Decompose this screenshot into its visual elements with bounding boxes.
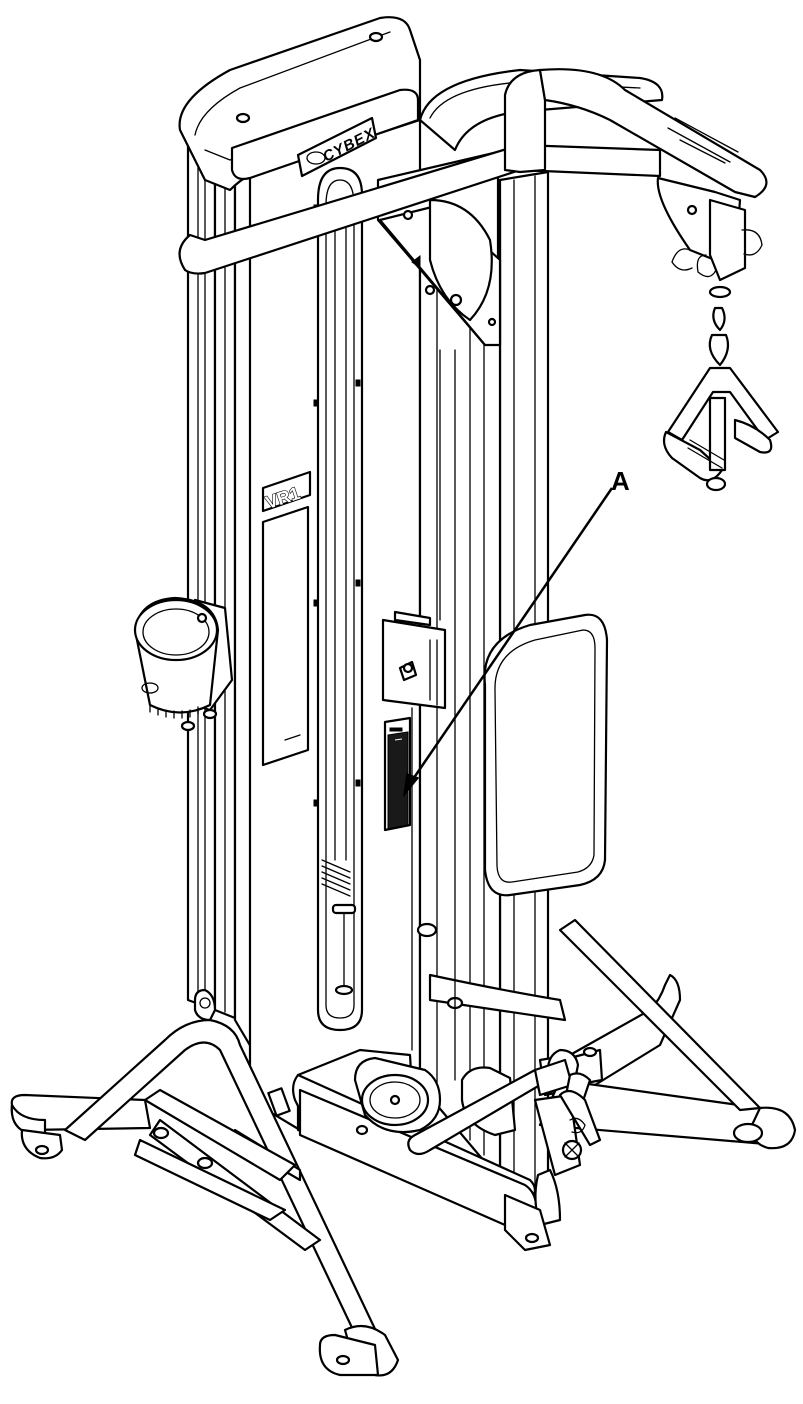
top-handlebar bbox=[178, 68, 768, 275]
callout-arrowhead bbox=[402, 772, 420, 798]
instruction-decal bbox=[383, 716, 412, 832]
rear-right-leg bbox=[416, 918, 762, 1112]
upper-right-pulley bbox=[656, 176, 763, 299]
back-pad bbox=[483, 613, 609, 897]
lower-adjust-knob bbox=[533, 1089, 602, 1227]
front-right-leg bbox=[538, 973, 797, 1150]
cup-holder bbox=[133, 596, 234, 732]
callout-a: A bbox=[402, 466, 630, 798]
triangle-handle bbox=[662, 306, 780, 492]
model-label-plate: VR1 bbox=[261, 470, 312, 767]
weight-carriage bbox=[381, 610, 447, 710]
rear-base-plates bbox=[503, 1193, 552, 1252]
weight-stack-channel bbox=[313, 166, 364, 1032]
front-left-base bbox=[10, 988, 400, 1377]
callout-letter: A bbox=[611, 466, 630, 496]
cables bbox=[411, 349, 456, 1081]
lower-foot-bar bbox=[407, 1058, 592, 1156]
